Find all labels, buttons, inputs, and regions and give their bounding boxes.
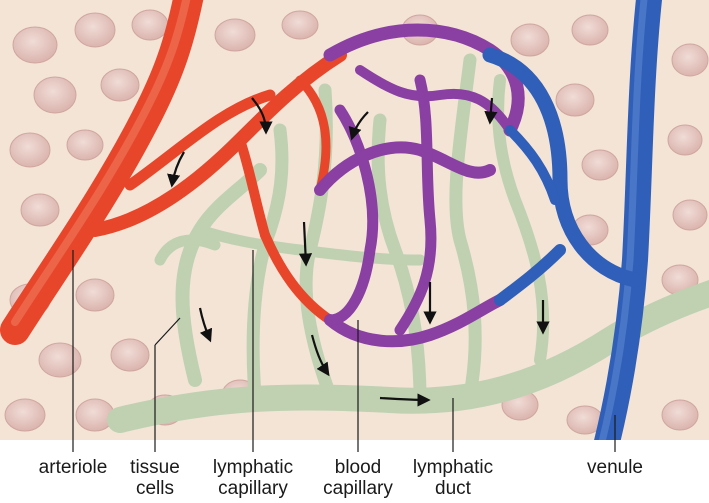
arteriole-label: arteriole <box>23 457 123 478</box>
tissue-cell <box>5 399 45 431</box>
tissue-cells-label: tissue cells <box>115 457 195 499</box>
tissue-cell <box>34 77 76 113</box>
arteriole-label-text: arteriole <box>23 457 123 478</box>
tissue-cell <box>39 343 81 377</box>
blood-capillary-label-line2: capillary <box>308 478 408 499</box>
tissue-cell <box>668 125 702 155</box>
tissue-cell <box>282 11 318 39</box>
tissue-cell <box>582 150 618 180</box>
tissue-cell <box>511 24 549 56</box>
venule-label-text: venule <box>570 457 660 478</box>
tissue-cell <box>76 279 114 311</box>
lymphatic-capillary-label-line1: lymphatic <box>198 457 308 478</box>
tissue-cell <box>111 339 149 371</box>
tissue-cell <box>215 19 255 51</box>
tissue-cell <box>572 15 608 45</box>
lymphatic-duct-label: lymphatic duct <box>400 457 506 499</box>
tissue-cell <box>67 130 103 160</box>
lymphatic-capillary-label-line2: capillary <box>198 478 308 499</box>
tissue-cell <box>132 10 168 40</box>
tissue-cell <box>21 194 59 226</box>
tissue-cell <box>13 27 57 63</box>
tissue-cells-label-line2: cells <box>115 478 195 499</box>
tissue-cell <box>672 44 708 76</box>
lymphatic-duct-label-line2: duct <box>400 478 506 499</box>
tissue-cell <box>75 13 115 47</box>
tissue-cell <box>10 133 50 167</box>
venule-label: venule <box>570 457 660 478</box>
lymphatic-duct-label-line1: lymphatic <box>400 457 506 478</box>
tissue-cell <box>556 84 594 116</box>
tissue-cells-label-line1: tissue <box>115 457 195 478</box>
blood-capillary-label-line1: blood <box>308 457 408 478</box>
tissue-cell <box>673 200 707 230</box>
blood-capillary-label: blood capillary <box>308 457 408 499</box>
tissue-cell <box>662 400 698 430</box>
lymphatic-capillary-label: lymphatic capillary <box>198 457 308 499</box>
tissue-cell <box>101 69 139 101</box>
